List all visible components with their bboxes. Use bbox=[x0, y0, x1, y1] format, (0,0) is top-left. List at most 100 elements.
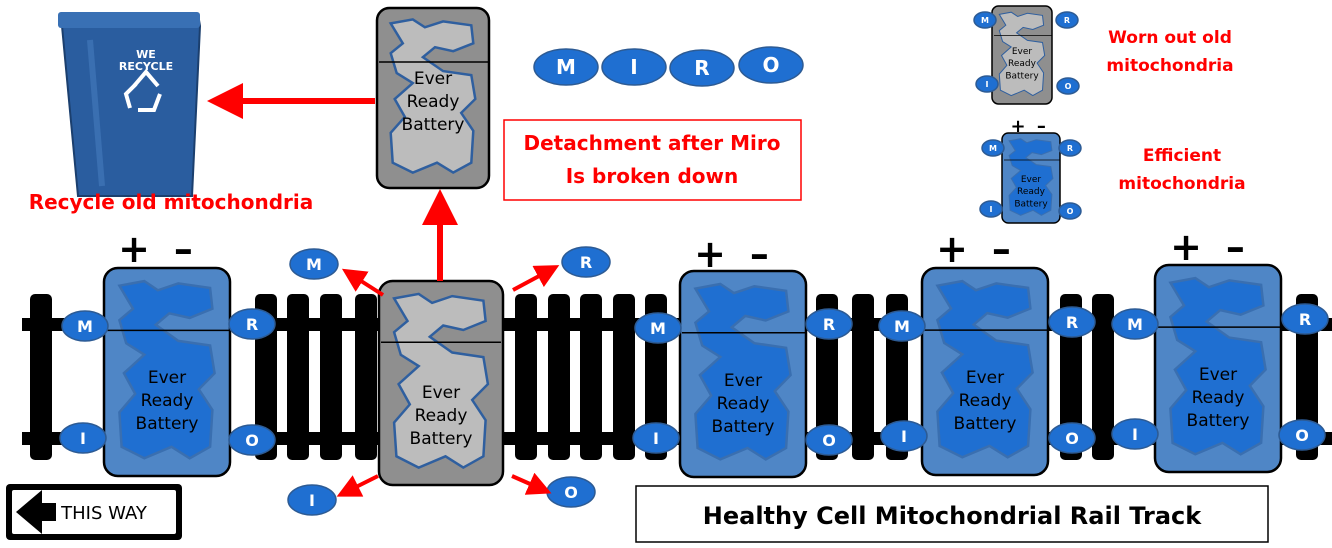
miro-oval bbox=[228, 308, 276, 340]
miro-letter: M bbox=[306, 255, 322, 274]
legend-worn-m: M bbox=[973, 11, 997, 29]
miro-m: M bbox=[61, 310, 109, 342]
legend-worn-i: I bbox=[975, 75, 999, 93]
miro-oval bbox=[979, 200, 1003, 218]
miro-letter: R bbox=[246, 315, 258, 334]
miro-letter: O bbox=[1295, 426, 1309, 445]
rail-tie bbox=[613, 294, 635, 460]
miro-oval bbox=[878, 310, 926, 342]
top-miro-i: I bbox=[601, 48, 667, 86]
legend-worn-line2: mitochondria bbox=[1106, 56, 1233, 76]
miro-letter: M bbox=[1127, 315, 1143, 334]
detachment-line1: Detachment after Miro bbox=[524, 131, 781, 155]
detachment-box bbox=[503, 119, 802, 201]
rail-tie bbox=[852, 294, 874, 460]
miro-letter: O bbox=[1067, 207, 1074, 216]
legend-efficient-i: I bbox=[979, 200, 1003, 218]
miro-r: R bbox=[228, 308, 276, 340]
arrow-to-r bbox=[512, 265, 560, 292]
legend-efficient-o: O bbox=[1058, 202, 1082, 220]
miro-letter: M bbox=[77, 317, 93, 336]
miro-oval bbox=[561, 246, 611, 278]
miro-letter: I bbox=[986, 80, 989, 89]
miro-oval bbox=[1111, 308, 1159, 340]
miro-oval bbox=[533, 48, 599, 86]
caption-text: Healthy Cell Mitochondrial Rail Track bbox=[703, 502, 1202, 530]
arrow-to-m bbox=[341, 268, 385, 297]
recycle-icon bbox=[123, 68, 162, 112]
battery-label-2: Ready bbox=[1017, 187, 1046, 197]
minus-sign: – bbox=[1037, 116, 1046, 137]
miro-o: O bbox=[805, 424, 853, 456]
rail-tie bbox=[548, 294, 570, 460]
battery-label-1: Ever bbox=[966, 368, 1004, 388]
legend-worn-line1: Worn out old bbox=[1108, 28, 1232, 48]
miro-oval bbox=[601, 48, 667, 86]
miro-letter: I bbox=[1132, 425, 1138, 444]
plus-sign: + bbox=[1170, 225, 1202, 269]
battery-label-1: Ever bbox=[422, 383, 460, 403]
plus-sign: + bbox=[1010, 116, 1025, 137]
miro-oval bbox=[1058, 202, 1082, 220]
mitochondria-cristae bbox=[935, 279, 1034, 459]
arrow-to-o bbox=[511, 472, 552, 495]
miro-letter: M bbox=[989, 144, 997, 153]
top-miro-r: R bbox=[669, 49, 735, 87]
top-miro-o: O bbox=[738, 46, 804, 84]
miro-letter: R bbox=[1064, 16, 1070, 25]
miro-letter: O bbox=[1065, 82, 1072, 91]
battery-label-3: Battery bbox=[1187, 411, 1250, 431]
battery-label-3: Battery bbox=[712, 417, 775, 437]
terminals-3: +– bbox=[936, 227, 1011, 271]
mitochondria-cristae bbox=[388, 18, 477, 175]
battery-label-2: Ready bbox=[141, 391, 194, 411]
minus-sign: – bbox=[750, 232, 769, 276]
legend-terminals: +– bbox=[1010, 116, 1045, 137]
mitochondria-cristae bbox=[998, 11, 1046, 97]
miro-letter: M bbox=[981, 16, 989, 25]
battery-label-1: Ever bbox=[724, 371, 762, 391]
detachment-line2: Is broken down bbox=[566, 164, 739, 188]
miro-letter: O bbox=[762, 53, 779, 77]
this-way-text: THIS WAY bbox=[60, 503, 148, 524]
miro-r: R bbox=[1281, 303, 1329, 335]
arrow-to-i bbox=[336, 474, 379, 497]
miro-oval bbox=[1056, 77, 1080, 95]
miro-i: I bbox=[59, 422, 107, 454]
miro-letter: R bbox=[1067, 144, 1073, 153]
loose-miro-m: M bbox=[289, 248, 339, 280]
rail-tie bbox=[320, 294, 342, 460]
battery-label-2: Ready bbox=[959, 391, 1012, 411]
miro-i: I bbox=[1111, 418, 1159, 450]
battery-label-1: Ever bbox=[414, 69, 452, 89]
miro-letter: R bbox=[694, 56, 709, 80]
rail-tie bbox=[287, 294, 309, 460]
miro-oval bbox=[1278, 419, 1326, 451]
miro-oval bbox=[1281, 303, 1329, 335]
miro-letter: I bbox=[309, 491, 315, 510]
battery-label-1: Ever bbox=[1012, 47, 1033, 57]
bin-text-recycle: RECYCLE bbox=[119, 60, 173, 73]
miro-oval bbox=[981, 139, 1005, 157]
miro-letter: O bbox=[822, 431, 836, 450]
legend-efficient-line2: mitochondria bbox=[1118, 174, 1245, 194]
miro-m: M bbox=[878, 310, 926, 342]
miro-i: I bbox=[632, 422, 680, 454]
rail-tie bbox=[580, 294, 602, 460]
legend-worn-o: O bbox=[1056, 77, 1080, 95]
battery-label-3: Battery bbox=[402, 115, 465, 135]
plus-sign: + bbox=[694, 232, 726, 276]
miro-oval bbox=[975, 75, 999, 93]
battery-label-3: Battery bbox=[954, 414, 1017, 434]
miro-oval bbox=[287, 484, 337, 516]
miro-i: I bbox=[880, 420, 928, 452]
miro-letter: I bbox=[630, 55, 637, 79]
miro-letter: O bbox=[245, 431, 259, 450]
rail-tie bbox=[515, 294, 537, 460]
miro-oval bbox=[634, 312, 682, 344]
